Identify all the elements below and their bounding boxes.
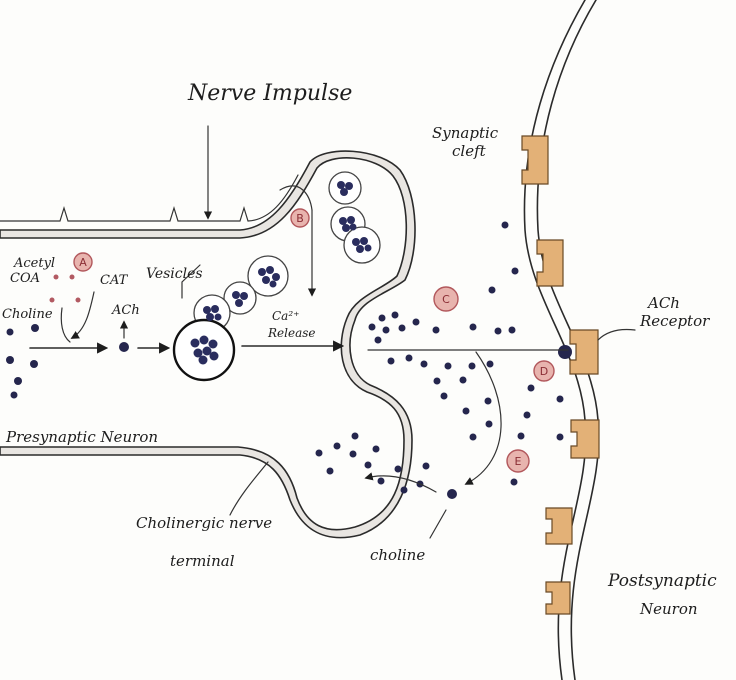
terminal-pointer	[229, 461, 269, 516]
label-ach-receptor: ACh	[646, 294, 680, 312]
label-cholinergic: Cholinergic nerve	[136, 514, 272, 532]
label-choline-left: Choline	[2, 307, 53, 322]
hydrolysis-arrow	[464, 351, 502, 485]
ach-receptor	[545, 507, 573, 545]
ach-receptor	[545, 581, 571, 615]
vesicle	[328, 171, 362, 205]
label-postsynaptic: Postsynaptic	[607, 571, 717, 591]
vesicle	[247, 255, 289, 297]
ach-receptor	[521, 135, 549, 185]
enzyme-b: B	[290, 208, 310, 228]
impulse-to-terminal-arrow	[279, 185, 313, 211]
label-synaptic-cleft-2: cleft	[452, 142, 487, 160]
vesicle-group	[172, 171, 381, 382]
enzyme-d: D	[533, 360, 555, 382]
label-ach-left: ACh	[111, 303, 140, 318]
svg-text:B: B	[296, 212, 304, 225]
vesicle	[223, 281, 257, 315]
ach-cleft-dots	[368, 221, 564, 486]
vesicle	[343, 226, 381, 264]
ach-receptor	[569, 329, 599, 375]
label-terminal: terminal	[170, 552, 235, 570]
label-release: Release	[267, 326, 316, 340]
enzyme-a: A	[73, 252, 93, 272]
choline-dots-bottom	[315, 432, 457, 499]
ach-receptor	[570, 419, 600, 459]
receptor-pointer	[597, 328, 636, 341]
acetyl-coa-dots	[49, 274, 81, 303]
label-ach-receptor-2: Receptor	[639, 312, 710, 330]
enzyme-c: C	[433, 286, 459, 312]
label-ca: Ca²⁺	[272, 309, 299, 323]
presynaptic-membrane	[0, 150, 416, 539]
label-postsynaptic-2: Neuron	[639, 600, 698, 618]
enzyme-e: E	[506, 449, 530, 473]
receptor-group	[521, 135, 600, 615]
label-acetyl: Acetyl	[13, 256, 55, 271]
svg-text:C: C	[442, 293, 450, 306]
bound-ach	[558, 345, 572, 359]
label-presynaptic: Presynaptic Neuron	[5, 428, 158, 446]
svg-text:A: A	[79, 256, 87, 269]
label-vesicles: Vesicles	[146, 266, 203, 282]
label-synaptic-cleft: Synaptic	[432, 124, 499, 142]
acetyl-arrow	[60, 307, 71, 343]
impulse-line	[0, 174, 299, 222]
svg-text:D: D	[540, 365, 548, 378]
svg-text:E: E	[515, 455, 522, 468]
reuptake-arrow	[364, 472, 437, 493]
vesicle-bracket	[181, 264, 201, 299]
label-cat: CAT	[100, 273, 129, 288]
choline-pointer	[429, 509, 447, 539]
ach-receptor	[536, 239, 564, 287]
label-choline-bottom: choline	[370, 546, 425, 564]
label-coa: COA	[10, 271, 40, 286]
cat-arrow	[70, 291, 95, 339]
choline-dots-left	[6, 324, 129, 399]
label-nerve-impulse: Nerve Impulse	[187, 81, 352, 106]
